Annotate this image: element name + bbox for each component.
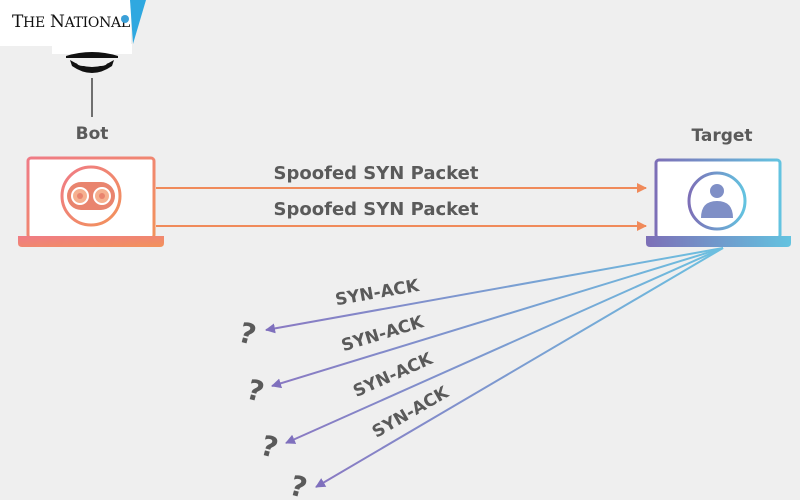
user-avatar-icon [687, 171, 747, 231]
logo-area: THE NATIONAL [0, 0, 131, 46]
unknown-destination-marker-4: ? [286, 469, 310, 500]
syn-ack-label-2: SYN-ACK [339, 312, 427, 356]
syn-ack-arrow-3 [285, 247, 724, 444]
unknown-destination-marker-2: ? [243, 373, 267, 409]
logo-accent-shape [130, 0, 146, 44]
target-laptop [646, 158, 791, 247]
bot-label: Bot [76, 124, 109, 144]
logo-badge-icon [121, 15, 129, 23]
robot-face-icon [60, 165, 122, 227]
syn-ack-arrow-4 [315, 247, 724, 488]
unknown-destination-marker-3: ? [257, 429, 281, 465]
unknown-destination-marker-1: ? [235, 316, 259, 352]
spoofed-packet-label-2: Spoofed SYN Packet [274, 199, 479, 220]
spoofed-packet-label-1: Spoofed SYN Packet [274, 163, 479, 184]
syn-ack-arrow-1 [265, 247, 724, 334]
syn-ack-arrow-2 [271, 247, 724, 389]
logo-wordmark: THE NATIONAL [12, 12, 130, 32]
target-label: Target [691, 126, 752, 146]
masked-hacker-icon [52, 44, 132, 73]
